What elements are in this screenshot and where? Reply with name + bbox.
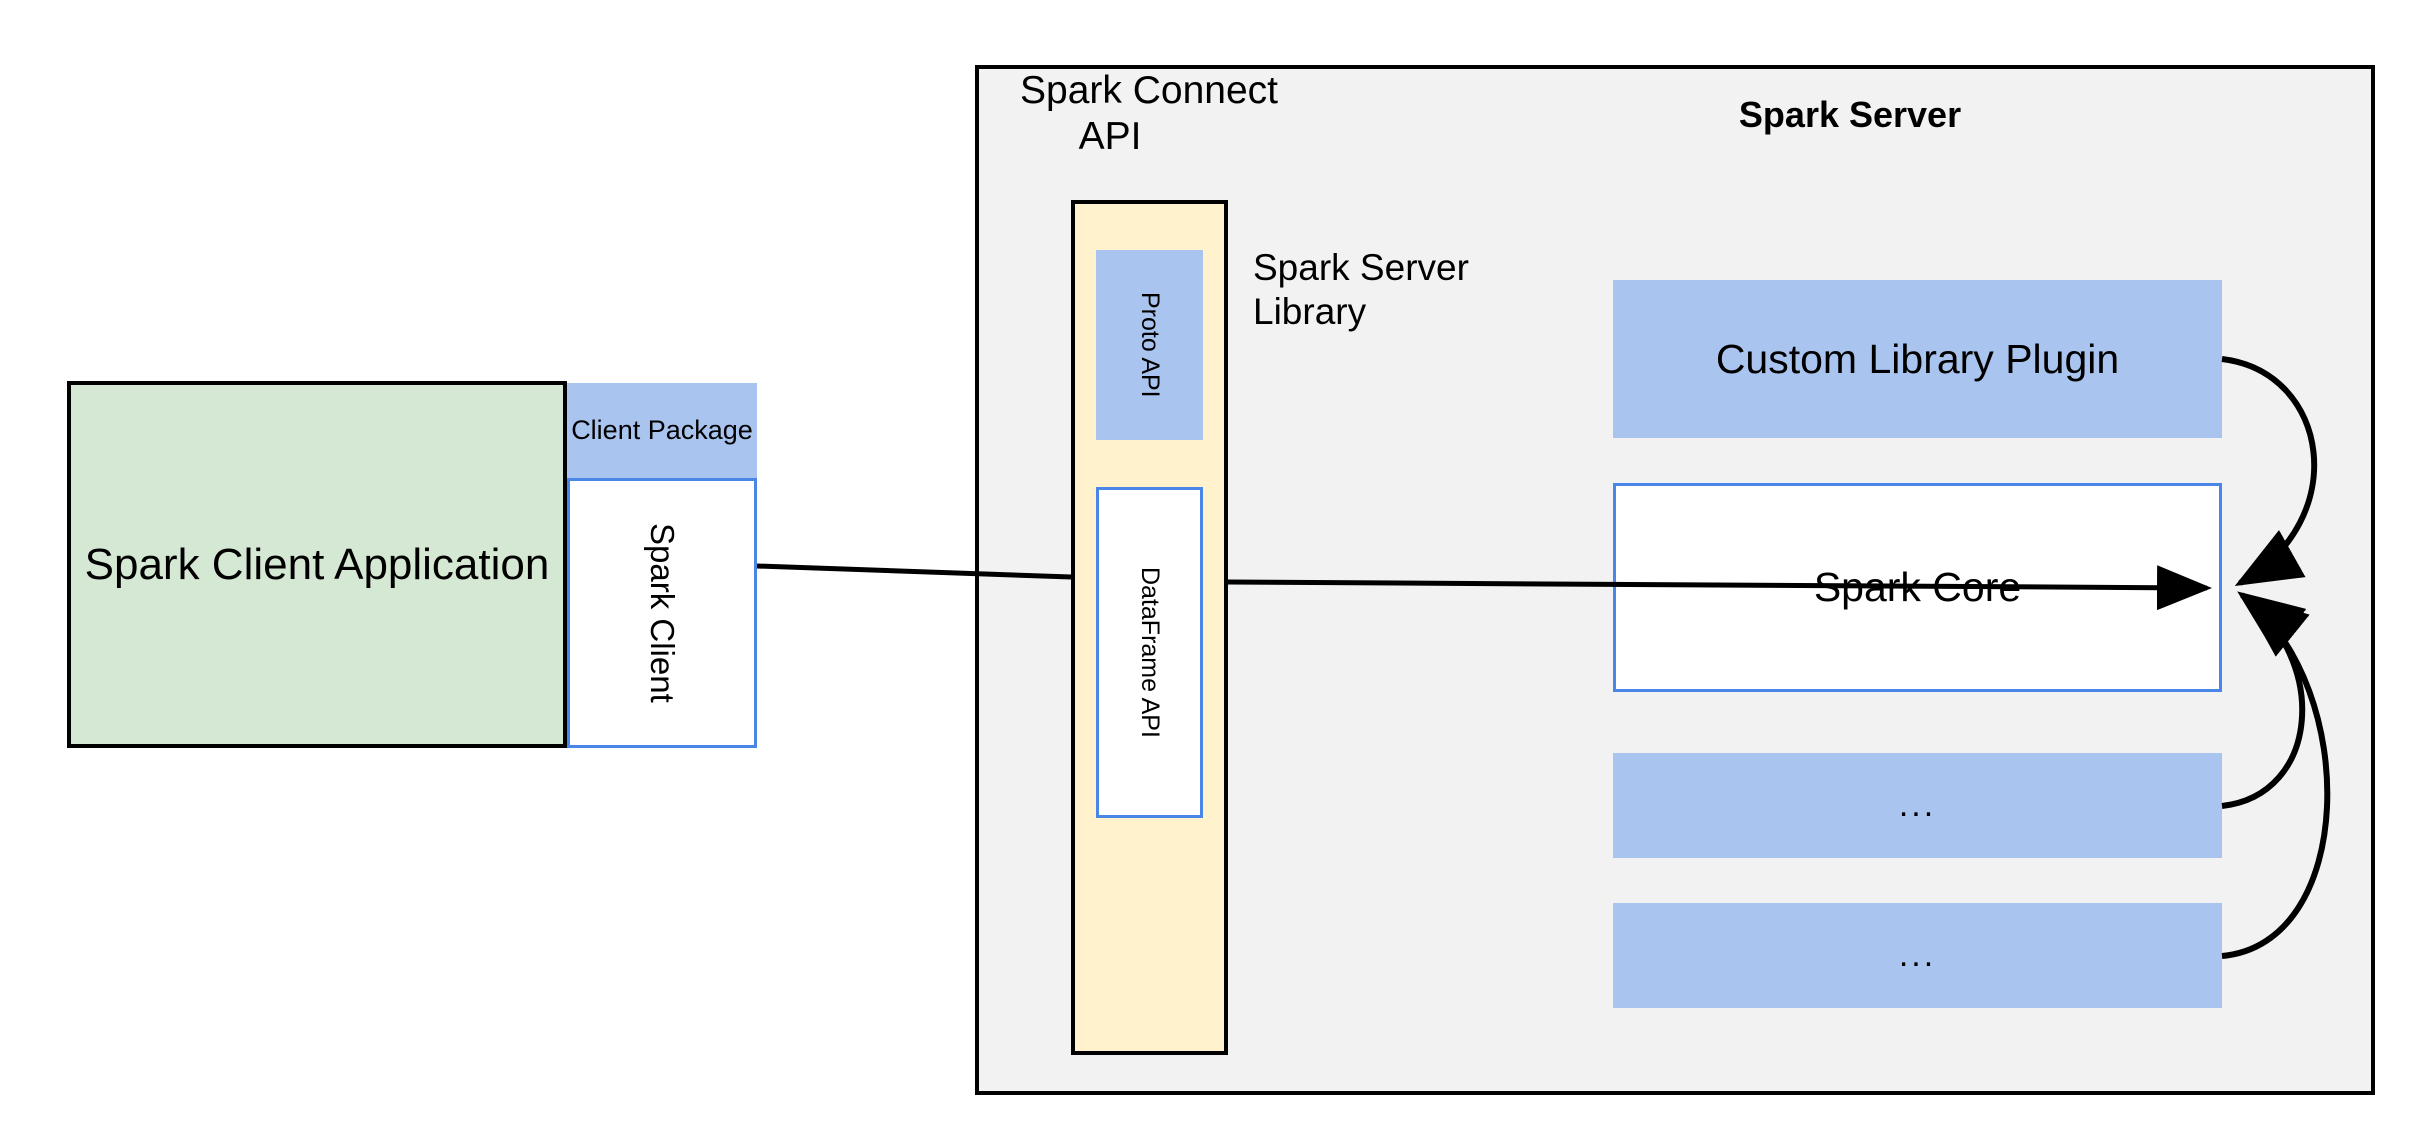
custom-library-plugin-label: Custom Library Plugin [1715,335,2120,382]
spark-server-library-label: Spark Server Library [1253,247,1469,332]
custom-library-plugin-box[interactable]: Custom Library Plugin [1613,280,2222,438]
spark-core-box[interactable]: Spark Core [1613,483,2222,692]
spark-client-box[interactable]: Spark Client [567,478,757,748]
spark-connect-api-label-line2: API [1078,115,1142,159]
spark-connect-api-label-line1: Spark Connect [1020,69,1278,112]
additional-component-label-2: ... [1898,936,1937,974]
dataframe-api-box[interactable]: DataFrame API [1096,487,1203,818]
spark-client-label: Spark Client [644,523,681,703]
proto-api-box[interactable]: Proto API [1096,250,1203,440]
additional-component-label-1: ... [1898,786,1937,824]
additional-component-box-1[interactable]: ... [1613,753,2222,858]
spark-core-label: Spark Core [1813,564,2022,610]
client-package-box[interactable]: Client Package [567,383,757,478]
proto-api-label: Proto API [1136,292,1164,398]
additional-component-box-2[interactable]: ... [1613,903,2222,1008]
spark-server-title: Spark Server [1738,94,1962,135]
spark-client-application-label: Spark Client Application [84,539,550,589]
spark-client-application-box[interactable]: Spark Client Application [67,381,567,748]
client-package-label: Client Package [571,414,753,445]
dataframe-api-label: DataFrame API [1136,567,1164,738]
